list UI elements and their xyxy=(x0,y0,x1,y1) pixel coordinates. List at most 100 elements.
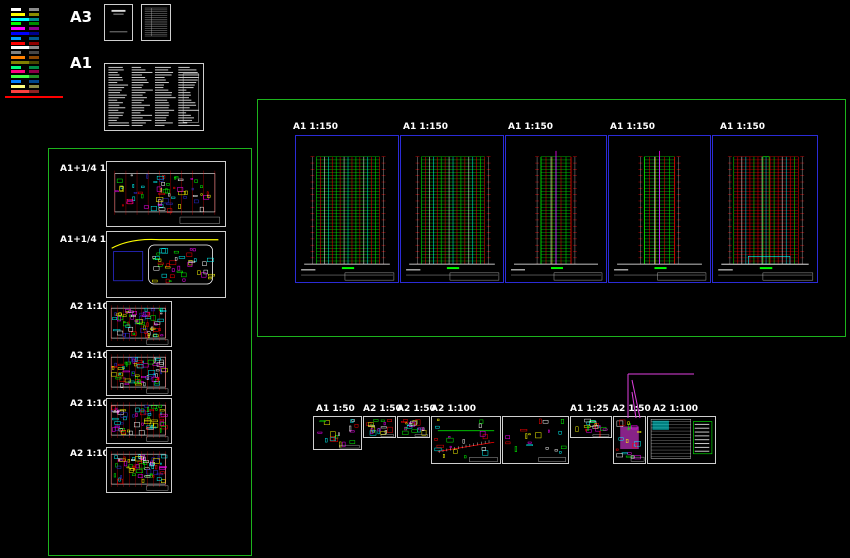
legend-swatch-text xyxy=(29,22,39,26)
elevation-sheet-1[interactable] xyxy=(295,135,399,283)
detail-scale-label-6: A2 1:50 xyxy=(612,404,651,414)
plan-drawing-2 xyxy=(111,238,219,285)
detail-scale-label-5: A1 1:25 xyxy=(570,404,609,414)
elevation-drawing-5 xyxy=(718,156,814,281)
legend-swatch-text xyxy=(29,32,39,35)
legend-swatch-text xyxy=(29,89,39,93)
detail-drawing-6 xyxy=(575,418,610,437)
legend-swatch xyxy=(11,41,25,45)
detail-drawing-2 xyxy=(366,419,394,437)
cover-sheet-graphic xyxy=(109,9,128,33)
legend-swatch-text xyxy=(29,41,39,45)
detail-drawing-1 xyxy=(317,419,360,449)
legend-note-line xyxy=(5,96,63,98)
legend-swatch-text xyxy=(29,27,39,31)
a1-format-label: A1 xyxy=(70,54,93,72)
plan-scale-label-5: A2 1:100 xyxy=(70,399,116,409)
legend-swatch xyxy=(11,84,25,88)
elevation-sheet-2[interactable] xyxy=(400,135,504,283)
detail-drawing-8 xyxy=(650,419,713,459)
plan-drawing-3 xyxy=(110,305,169,345)
a3-drawing-index-sheet[interactable] xyxy=(141,4,171,41)
plan-drawing-5 xyxy=(110,402,169,442)
a3-format-label: A3 xyxy=(70,8,93,26)
detail-drawing-4 xyxy=(434,418,498,462)
detail-sheet-4[interactable] xyxy=(431,416,501,464)
legend-swatch-text xyxy=(29,75,39,79)
detail-sheet-5[interactable] xyxy=(502,416,569,464)
legend-swatch-text xyxy=(29,17,39,21)
index-table-graphic xyxy=(144,7,168,37)
legend-swatch-text xyxy=(29,60,39,64)
detail-scale-label-7: A2 1:100 xyxy=(653,404,699,414)
detail-sheet-3[interactable] xyxy=(397,416,430,438)
plan-scale-label-3: A2 1:100 xyxy=(70,302,116,312)
detail-drawing-7 xyxy=(615,419,645,462)
detail-sheet-2[interactable] xyxy=(363,416,396,438)
detail-sheet-8[interactable] xyxy=(647,416,716,464)
plan-sheet-5[interactable] xyxy=(106,398,172,444)
plan-drawing-4 xyxy=(110,354,169,394)
elevation-sheet-3[interactable] xyxy=(505,135,607,283)
legend-swatch xyxy=(11,89,29,93)
legend-swatch-text xyxy=(29,56,39,59)
legend-swatch xyxy=(11,70,25,74)
plan-sheet-2[interactable] xyxy=(106,231,226,298)
legend-swatch xyxy=(11,27,25,31)
layer-color-legend xyxy=(5,4,65,104)
legend-swatch xyxy=(11,32,29,35)
legend-swatch-text xyxy=(29,46,39,50)
legend-swatch-text xyxy=(29,70,39,74)
elevation-group-frame[interactable] xyxy=(257,99,846,337)
detail-scale-label-4: A2 1:100 xyxy=(431,404,477,414)
legend-swatch xyxy=(11,56,25,59)
legend-swatch-text xyxy=(29,36,39,40)
elevation-sheet-4[interactable] xyxy=(608,135,711,283)
elevation-scale-label-4: A1 1:150 xyxy=(610,122,656,132)
detail-sheet-6[interactable] xyxy=(570,416,612,438)
legend-swatch xyxy=(11,80,21,83)
plan-sheet-1[interactable] xyxy=(106,161,226,227)
a3-cover-sheet[interactable] xyxy=(104,4,133,41)
plan-scale-label-4: A2 1:100 xyxy=(70,351,116,361)
elevation-sheet-5[interactable] xyxy=(712,135,818,283)
legend-swatch-text xyxy=(29,84,39,88)
detail-sheet-7[interactable] xyxy=(613,416,646,464)
plan-scale-label-1: A1+1/4 1:100 xyxy=(60,164,129,174)
legend-swatch xyxy=(11,12,25,16)
legend-swatch xyxy=(11,8,21,11)
elevation-drawing-4 xyxy=(614,150,707,281)
plan-sheet-6[interactable] xyxy=(106,447,172,493)
detail-scale-label-2: A2 1:50 xyxy=(363,404,402,414)
plan-scale-label-2: A1+1/4 1:100 xyxy=(60,235,129,245)
detail-scale-label-1: A1 1:50 xyxy=(316,404,355,414)
legend-swatch xyxy=(11,46,29,50)
legend-swatch xyxy=(11,65,21,69)
legend-swatch xyxy=(11,75,29,79)
detail-drawing-3 xyxy=(400,419,428,437)
legend-swatch-text xyxy=(29,8,39,11)
detail-sheet-1[interactable] xyxy=(313,416,362,450)
elevation-scale-label-5: A1 1:150 xyxy=(720,122,766,132)
elevation-scale-label-2: A1 1:150 xyxy=(403,122,449,132)
elevation-drawing-1 xyxy=(301,156,395,281)
elevation-drawing-2 xyxy=(406,156,500,281)
legend-swatch-text xyxy=(29,12,39,16)
floor-plan-group-frame[interactable] xyxy=(48,148,252,556)
legend-swatch xyxy=(11,60,29,64)
legend-swatch-text xyxy=(29,65,39,69)
legend-swatch xyxy=(11,17,29,21)
plan-scale-label-6: A2 1:100 xyxy=(70,449,116,459)
plan-drawing-6 xyxy=(110,451,169,491)
elevation-scale-label-3: A1 1:150 xyxy=(508,122,554,132)
legend-swatch xyxy=(11,51,21,55)
plan-sheet-4[interactable] xyxy=(106,350,172,396)
legend-swatch xyxy=(11,22,21,26)
legend-swatch xyxy=(11,36,21,40)
elevation-drawing-3 xyxy=(510,150,603,281)
plan-sheet-3[interactable] xyxy=(106,301,172,347)
detail-scale-label-3: A2 1:50 xyxy=(397,404,436,414)
elevation-scale-label-1: A1 1:150 xyxy=(293,122,339,132)
a1-design-notes-sheet[interactable] xyxy=(104,63,204,131)
